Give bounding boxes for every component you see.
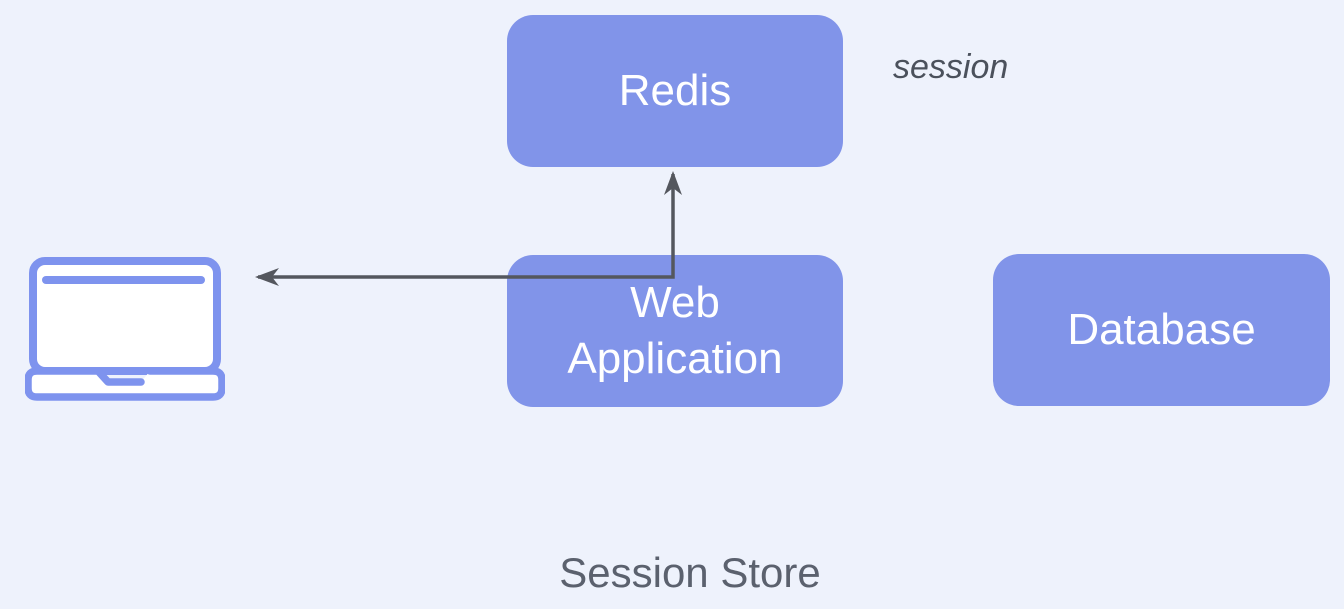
node-redis: Redis bbox=[507, 15, 843, 167]
node-database-label: Database bbox=[1067, 305, 1256, 354]
diagram-title: Session Store bbox=[559, 549, 821, 596]
laptop-icon bbox=[25, 257, 225, 401]
laptop-screen bbox=[29, 257, 221, 375]
session-annotation: session bbox=[893, 48, 1009, 86]
node-web-application: Web Application bbox=[507, 255, 843, 407]
node-database: Database bbox=[993, 254, 1330, 406]
node-redis-label: Redis bbox=[618, 66, 732, 115]
laptop-base bbox=[25, 367, 225, 401]
node-web-application-label: Web Application bbox=[567, 278, 783, 383]
